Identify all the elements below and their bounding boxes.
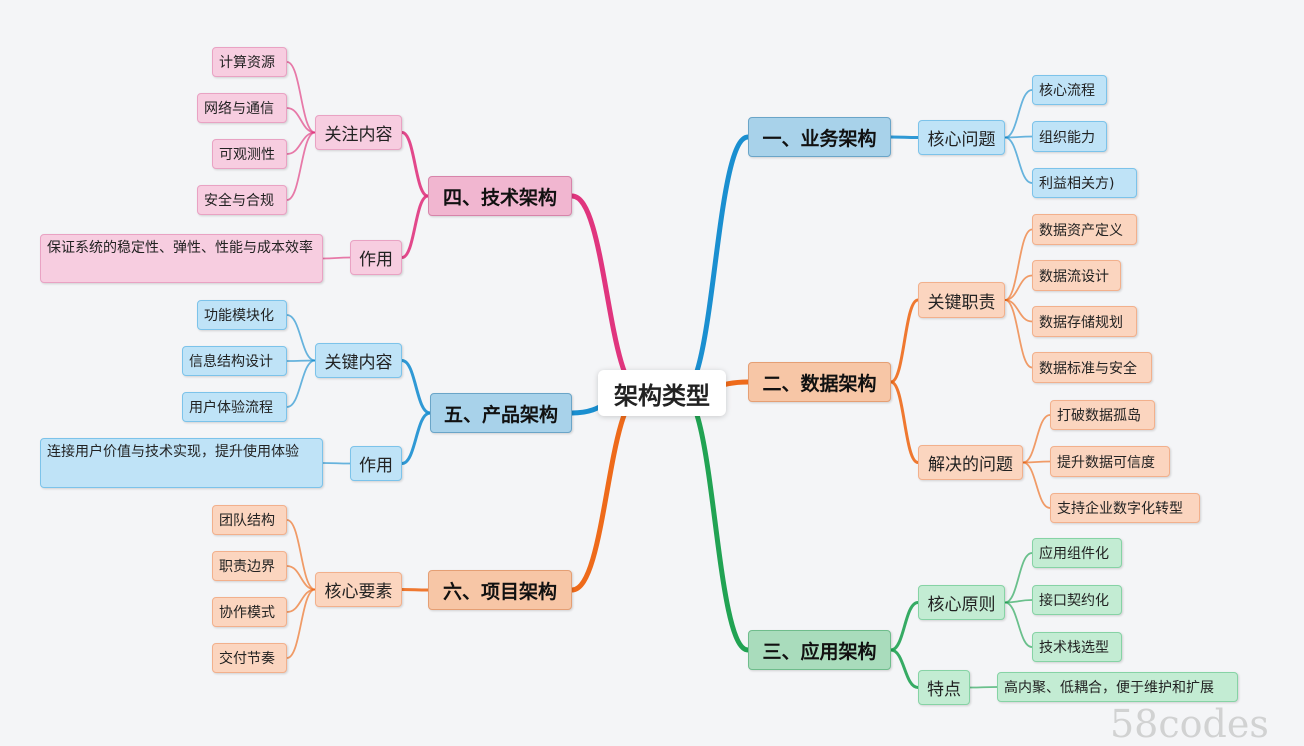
topic-project-architecture[interactable]: 六、项目架构 bbox=[428, 570, 572, 610]
connector-a-a2 bbox=[889, 648, 920, 689]
subtopic-focus-areas[interactable]: 关注内容 bbox=[315, 115, 402, 150]
leaf-topic[interactable]: 接口契约化 bbox=[1032, 585, 1122, 615]
connector-t2-leaf bbox=[322, 256, 351, 260]
topic-technical-architecture[interactable]: 四、技术架构 bbox=[428, 176, 572, 216]
connector-p-p1 bbox=[400, 359, 432, 415]
leaf-topic[interactable]: 组织能力 bbox=[1032, 121, 1107, 152]
subtopic-key-duties[interactable]: 关键职责 bbox=[918, 282, 1005, 318]
connector-b1-leaf bbox=[1004, 136, 1033, 184]
leaf-topic[interactable]: 职责边界 bbox=[212, 551, 287, 581]
connector-j1-leaf bbox=[286, 519, 316, 591]
leaf-topic[interactable]: 利益相关方) bbox=[1032, 168, 1137, 198]
connector-c-t bbox=[569, 193, 645, 396]
connector-a1-leaf bbox=[1004, 601, 1033, 648]
connector-c-a bbox=[679, 390, 751, 653]
leaf-topic[interactable]: 数据资产定义 bbox=[1032, 214, 1137, 245]
leaf-topic[interactable]: 数据存储规划 bbox=[1032, 306, 1137, 337]
leaf-topic[interactable]: 安全与合规 bbox=[197, 185, 287, 215]
leaf-topic[interactable]: 交付节奏 bbox=[212, 643, 287, 673]
leaf-topic[interactable]: 计算资源 bbox=[212, 47, 287, 77]
subtopic-core-issues[interactable]: 核心问题 bbox=[918, 120, 1005, 155]
subtopic-features[interactable]: 特点 bbox=[918, 670, 970, 705]
leaf-topic[interactable]: 可观测性 bbox=[212, 139, 287, 169]
connector-p1-leaf bbox=[286, 314, 316, 362]
connector-a2-leaf bbox=[969, 686, 998, 689]
connector-t-t1 bbox=[400, 131, 430, 198]
subtopic-core-principles[interactable]: 核心原则 bbox=[918, 585, 1005, 620]
connector-p-p2 bbox=[400, 411, 432, 465]
connector-b-b1 bbox=[889, 135, 920, 139]
leaf-topic[interactable]: 功能模块化 bbox=[197, 300, 287, 330]
leaf-topic[interactable]: 支持企业数字化转型 bbox=[1050, 493, 1200, 523]
connector-a1-leaf bbox=[1004, 552, 1033, 604]
connector-c-j bbox=[569, 390, 645, 593]
topic-application-architecture[interactable]: 三、应用架构 bbox=[748, 630, 891, 670]
connector-p1-leaf bbox=[286, 359, 316, 408]
connector-c-b bbox=[679, 134, 751, 396]
connector-j1-leaf bbox=[286, 588, 316, 659]
subtopic-role[interactable]: 作用 bbox=[350, 446, 402, 481]
watermark: 58codes bbox=[1110, 702, 1269, 746]
connector-d1-leaf bbox=[1004, 228, 1033, 301]
leaf-topic[interactable]: 连接用户价值与技术实现，提升使用体验 bbox=[40, 438, 323, 488]
topic-data-architecture[interactable]: 二、数据架构 bbox=[748, 362, 891, 402]
central-topic[interactable]: 架构类型 bbox=[598, 370, 726, 416]
connector-d-d1 bbox=[889, 298, 920, 384]
subtopic-problems-solved[interactable]: 解决的问题 bbox=[918, 445, 1023, 480]
leaf-topic[interactable]: 网络与通信 bbox=[197, 93, 287, 123]
leaf-topic[interactable]: 数据流设计 bbox=[1032, 260, 1121, 291]
leaf-topic[interactable]: 核心流程 bbox=[1032, 75, 1107, 105]
connector-t1-leaf bbox=[286, 61, 316, 134]
connector-j1-leaf bbox=[286, 565, 316, 591]
connector-p2-leaf bbox=[322, 462, 351, 465]
subtopic-role[interactable]: 作用 bbox=[350, 240, 402, 275]
connector-t1-leaf bbox=[286, 107, 316, 134]
leaf-topic[interactable]: 技术栈选型 bbox=[1032, 632, 1122, 662]
leaf-topic[interactable]: 协作模式 bbox=[212, 597, 287, 627]
connector-d1-leaf bbox=[1004, 299, 1033, 369]
connector-t-t2 bbox=[400, 194, 430, 259]
connector-d2-leaf bbox=[1022, 414, 1051, 464]
connector-b1-leaf bbox=[1004, 89, 1033, 139]
connector-d1-leaf bbox=[1004, 274, 1033, 301]
topic-product-architecture[interactable]: 五、产品架构 bbox=[430, 393, 572, 433]
connector-d-d2 bbox=[889, 380, 920, 464]
connector-t1-leaf bbox=[286, 131, 316, 201]
leaf-topic[interactable]: 应用组件化 bbox=[1032, 538, 1122, 568]
subtopic-core-elements[interactable]: 核心要素 bbox=[315, 572, 402, 607]
connector-j-j1 bbox=[400, 588, 430, 592]
subtopic-key-content[interactable]: 关键内容 bbox=[315, 343, 402, 378]
leaf-topic[interactable]: 数据标准与安全 bbox=[1032, 352, 1152, 383]
connector-p1-leaf bbox=[286, 359, 316, 362]
leaf-topic[interactable]: 用户体验流程 bbox=[182, 392, 287, 422]
topic-business-architecture[interactable]: 一、业务架构 bbox=[748, 117, 891, 157]
connector-d2-leaf bbox=[1022, 460, 1051, 464]
leaf-topic[interactable]: 信息结构设计 bbox=[182, 346, 287, 376]
leaf-topic[interactable]: 团队结构 bbox=[212, 505, 287, 535]
connector-b1-leaf bbox=[1004, 135, 1033, 139]
leaf-topic[interactable]: 高内聚、低耦合，便于维护和扩展 bbox=[997, 672, 1238, 702]
leaf-topic[interactable]: 保证系统的稳定性、弹性、性能与成本效率 bbox=[40, 234, 323, 283]
leaf-topic[interactable]: 打破数据孤岛 bbox=[1050, 400, 1155, 430]
leaf-topic[interactable]: 提升数据可信度 bbox=[1050, 446, 1170, 477]
connector-a-a1 bbox=[889, 601, 920, 652]
connector-d2-leaf bbox=[1022, 461, 1051, 509]
